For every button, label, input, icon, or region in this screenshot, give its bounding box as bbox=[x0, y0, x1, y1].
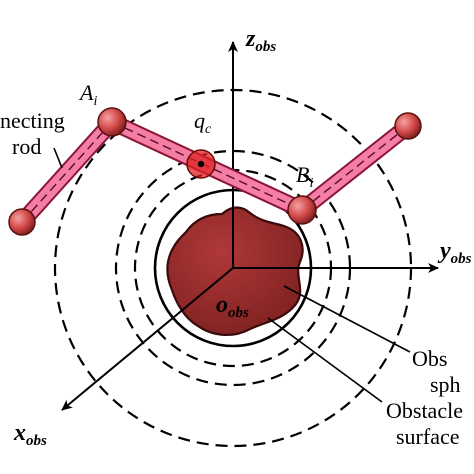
obstacle-surface-label-line2: surface bbox=[396, 424, 460, 449]
point-qc-label: qc bbox=[194, 108, 212, 137]
contact-point-qc bbox=[197, 160, 205, 168]
rod-centerline-1 bbox=[21, 121, 113, 223]
origin-label: oobs bbox=[216, 292, 249, 321]
obstacle-surface-label-line1: Obstacle bbox=[386, 398, 463, 423]
connecting-rod-label-line2: rod bbox=[12, 134, 41, 159]
connecting-rod-pointer bbox=[53, 147, 63, 169]
connecting-rod-label-line1: necting bbox=[0, 108, 65, 133]
joint-end-left bbox=[8, 208, 36, 236]
x-axis-line bbox=[61, 267, 234, 411]
rod-centerline-3 bbox=[301, 125, 409, 211]
x-axis-label: xobs bbox=[13, 420, 47, 449]
obstacle-body bbox=[166, 206, 304, 336]
surface-leader-line bbox=[267, 317, 383, 403]
joint-b bbox=[287, 195, 317, 225]
z-axis-label: zobs bbox=[245, 26, 276, 55]
obstacle-sphere-label-line2: sph bbox=[430, 372, 461, 397]
connecting-rod-chain bbox=[13, 113, 417, 231]
joint-end-right bbox=[394, 112, 422, 140]
point-a-label: Ai bbox=[78, 80, 97, 109]
sphere-leader-line bbox=[283, 285, 411, 353]
obstacle-sphere-label-line1: Obs bbox=[412, 346, 447, 371]
point-b-label: Bi bbox=[296, 162, 313, 191]
joint-a bbox=[97, 107, 127, 137]
y-axis-label: yobs bbox=[437, 238, 472, 267]
